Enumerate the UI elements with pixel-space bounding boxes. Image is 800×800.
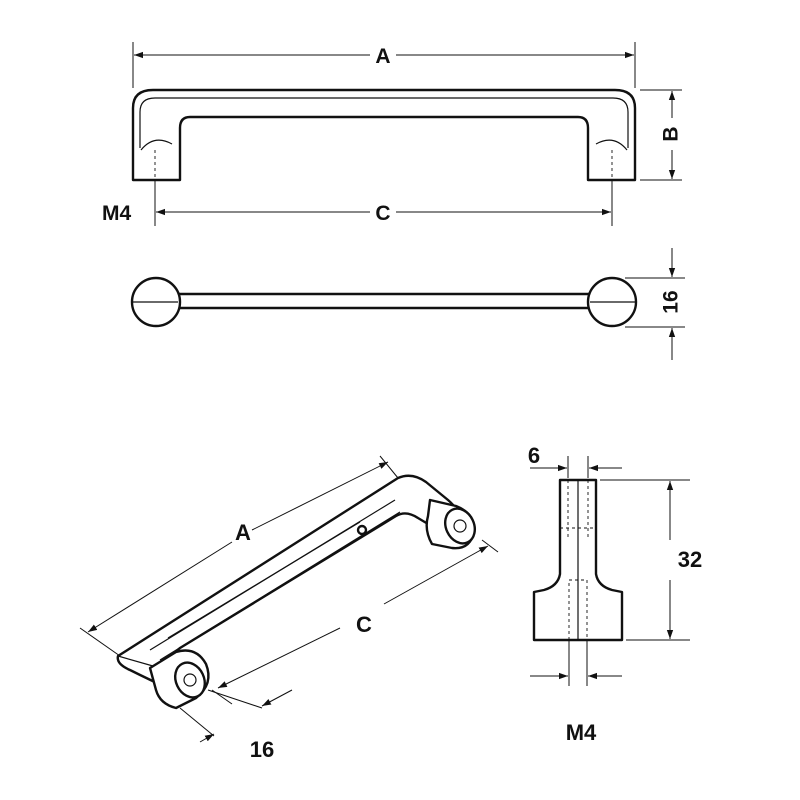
top-view: 16 xyxy=(130,248,685,360)
label-16-iso: 16 xyxy=(250,737,274,762)
label-6: 6 xyxy=(528,443,540,468)
side-view: 6 32 M4 xyxy=(528,443,702,745)
label-a-iso: A xyxy=(235,520,251,545)
label-b: B xyxy=(660,126,683,141)
label-a-front: A xyxy=(375,45,390,68)
label-m4-side: M4 xyxy=(566,720,597,745)
label-m4-front: M4 xyxy=(102,202,131,225)
label-c-iso: C xyxy=(356,612,372,637)
label-16-top: 16 xyxy=(660,290,683,313)
front-view: A B M4 C xyxy=(102,42,683,226)
label-32: 32 xyxy=(678,547,702,572)
isometric-view: A C 16 xyxy=(79,455,499,762)
label-c-front: C xyxy=(375,202,390,225)
handle-front-outline xyxy=(131,88,637,182)
